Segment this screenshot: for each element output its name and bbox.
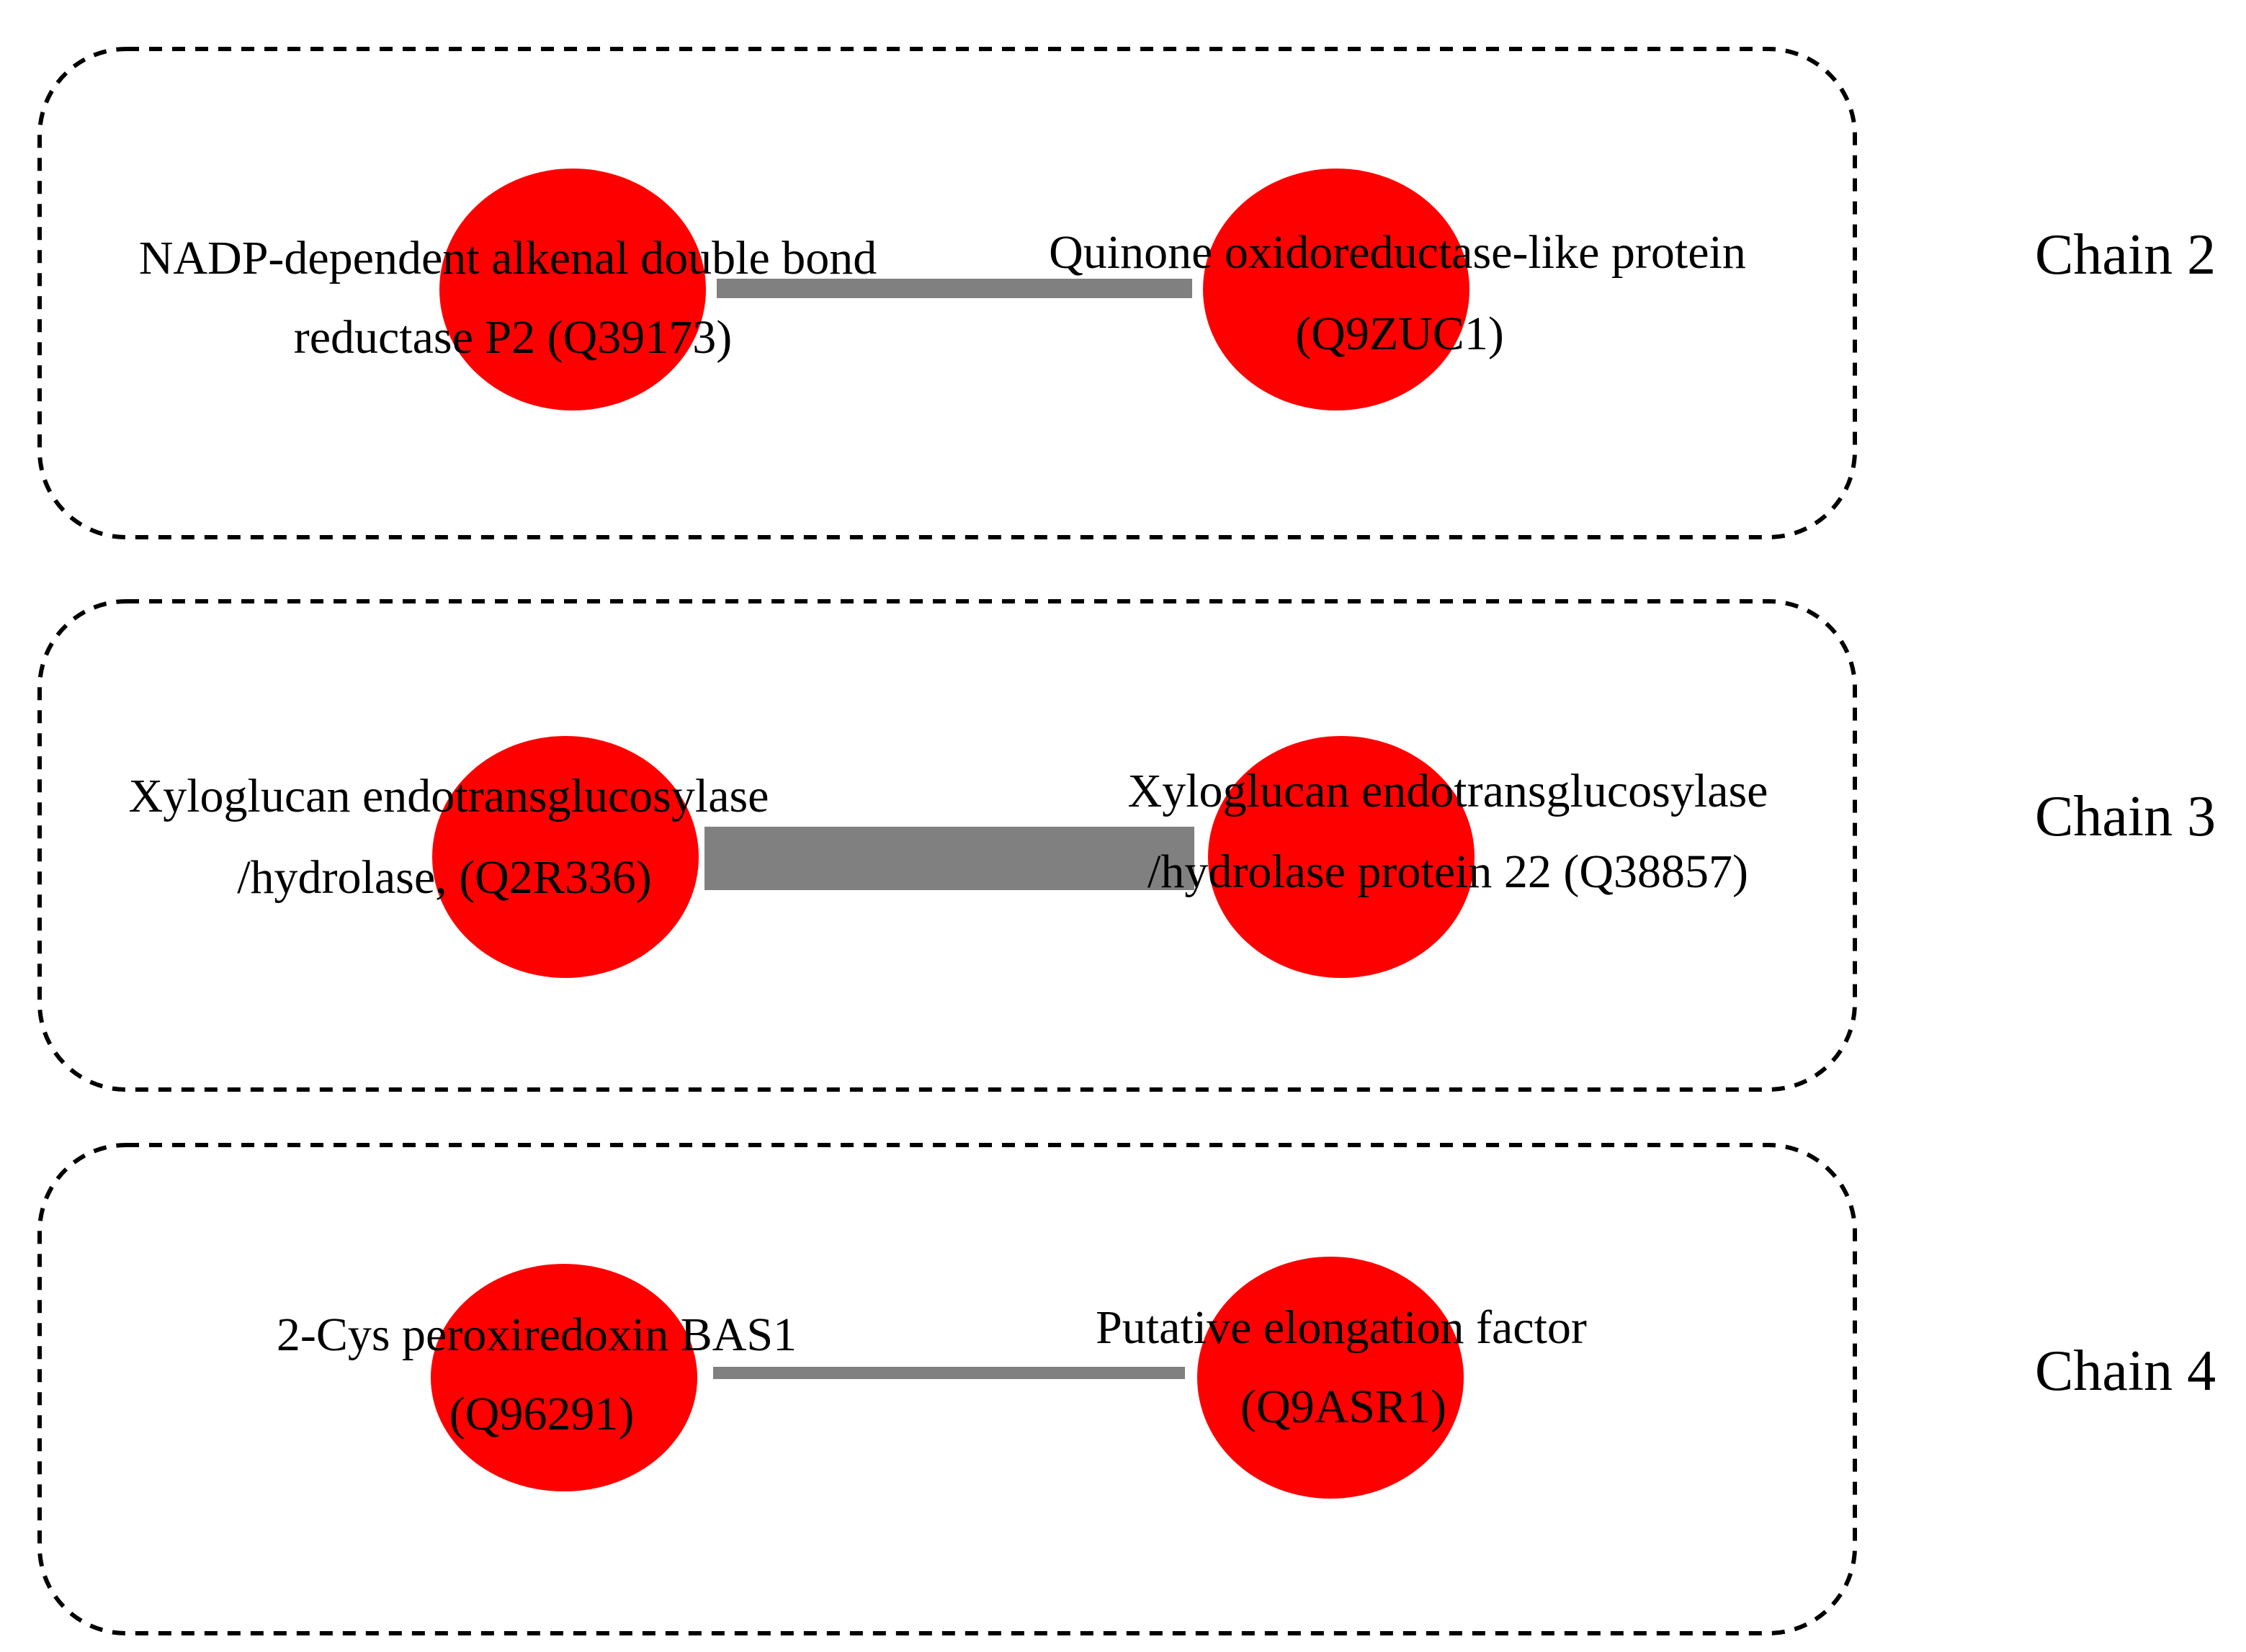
chain-3-label: Chain 3 bbox=[2035, 785, 2216, 848]
chain-4-right-node-label-line2: (Q9ASR1) bbox=[1240, 1381, 1446, 1433]
chain-2-right-node bbox=[1203, 169, 1469, 410]
chain-3-left-node-label-line2: /hydrolase, (Q2R336) bbox=[237, 851, 652, 904]
chain-3-right-node bbox=[1208, 736, 1475, 978]
chain-3-group: Xyloglucan endotransglucosylase /hydrola… bbox=[37, 599, 2216, 1092]
chain-3-edge bbox=[704, 827, 1194, 890]
chain-2-group: NADP-dependent alkenal double bond reduc… bbox=[37, 47, 2216, 539]
chain-3-border bbox=[37, 599, 1857, 1092]
chain-4-label: Chain 4 bbox=[2035, 1339, 2216, 1403]
chain-2-label: Chain 2 bbox=[2035, 223, 2216, 287]
chain-3-right-node-label-line1: Xyloglucan endotransglucosylase bbox=[1128, 765, 1768, 817]
chain-2-left-node bbox=[439, 169, 706, 410]
chain-4-left-node bbox=[431, 1264, 697, 1491]
chain-4-left-node-label-line1: 2-Cys peroxiredoxin BAS1 bbox=[277, 1308, 797, 1361]
chain-2-right-node-label-line1: Quinone oxidoreductase-like protein bbox=[1049, 226, 1746, 279]
chain-3-right-node-label-line2: /hydrolase protein 22 (Q38857) bbox=[1147, 845, 1748, 898]
chain-4-left-node-label-line2: (Q96291) bbox=[449, 1388, 635, 1440]
chain-4-right-node-label-line1: Putative elongation factor bbox=[1096, 1301, 1587, 1354]
chain-2-right-node-label-line2: (Q9ZUC1) bbox=[1295, 307, 1504, 360]
chain-2-edge bbox=[717, 279, 1192, 298]
chain-4-right-node bbox=[1197, 1257, 1464, 1499]
chain-2-border bbox=[37, 47, 1857, 539]
chain-3-left-node bbox=[432, 736, 699, 978]
chain-4-border bbox=[37, 1143, 1857, 1635]
chain-2-left-node-label-line2: reductase P2 (Q39173) bbox=[294, 311, 733, 364]
chain-2-left-node-label-line1: NADP-dependent alkenal double bond bbox=[139, 232, 877, 284]
chain-4-edge bbox=[713, 1367, 1185, 1379]
chain-3-left-node-label-line1: Xyloglucan endotransglucosylase bbox=[129, 770, 769, 822]
chain-4-group: 2-Cys peroxiredoxin BAS1 (Q96291) Putati… bbox=[37, 1143, 2216, 1635]
